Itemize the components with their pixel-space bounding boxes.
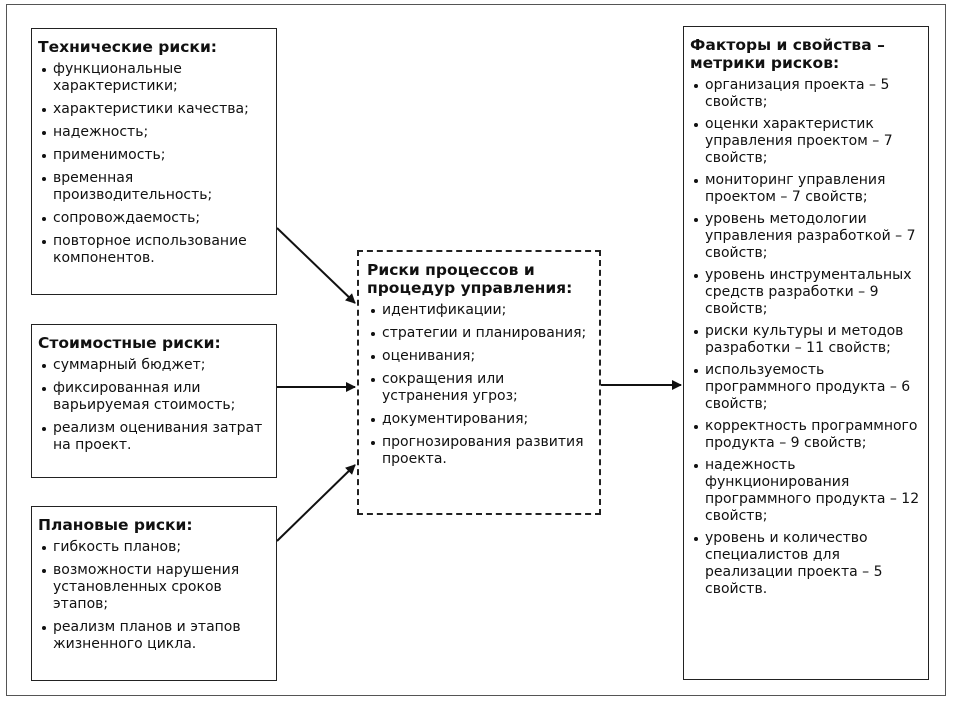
list-item: идентификации; xyxy=(367,302,591,319)
list-item: характеристики качества; xyxy=(38,101,268,118)
list-item: применимость; xyxy=(38,147,268,164)
list-item: суммарный бюджет; xyxy=(38,357,268,374)
diagram-frame xyxy=(6,4,946,696)
risk-metrics-box: Факторы и свойства – метрики рисков: орг… xyxy=(683,26,929,680)
arrow-technical-to-processes xyxy=(276,227,356,304)
process-risks-box: Риски процессов и процедур управления: и… xyxy=(357,250,601,515)
list-item: сопровождаемость; xyxy=(38,210,268,227)
process-risks-list: идентификации; стратегии и планирования;… xyxy=(367,302,591,468)
list-item: реализм планов и этапов жизненного цикла… xyxy=(38,619,268,653)
arrow-planning-to-processes xyxy=(276,464,356,542)
list-item: надежность функционирования программного… xyxy=(690,457,920,525)
technical-risks-box: Технические риски: функциональные характ… xyxy=(31,28,277,295)
cost-risks-list: суммарный бюджет; фиксированная или варь… xyxy=(38,357,268,454)
cost-risks-box: Стоимостные риски: суммарный бюджет; фик… xyxy=(31,324,277,478)
list-item: риски культуры и методов разработки – 11… xyxy=(690,323,920,357)
list-item: стратегии и планирования; xyxy=(367,325,591,342)
planning-risks-title: Плановые риски: xyxy=(38,516,193,534)
list-item: уровень инструментальных средств разрабо… xyxy=(690,267,920,318)
list-item: оценки характеристик управления проектом… xyxy=(690,116,920,167)
list-item: надежность; xyxy=(38,124,268,141)
list-item: сокращения или устранения угроз; xyxy=(367,371,591,405)
list-item: уровень и количество специалистов для ре… xyxy=(690,530,920,598)
cost-risks-title: Стоимостные риски: xyxy=(38,334,221,352)
technical-risks-list: функциональные характеристики; характери… xyxy=(38,61,268,267)
technical-risks-title: Технические риски: xyxy=(38,38,218,56)
risk-metrics-list: организация проекта – 5 свойств; оценки … xyxy=(690,77,920,598)
list-item: прогнозирования развития проекта. xyxy=(367,434,591,468)
planning-risks-list: гибкость планов; возможности нарушения у… xyxy=(38,539,268,653)
risk-metrics-title: Факторы и свойства – метрики рисков: xyxy=(690,36,885,72)
list-item: фиксированная или варьируемая стоимость; xyxy=(38,380,268,414)
planning-risks-box: Плановые риски: гибкость планов; возможн… xyxy=(31,506,277,681)
list-item: повторное использование компонентов. xyxy=(38,233,268,267)
list-item: функциональные характеристики; xyxy=(38,61,268,95)
list-item: уровень методологии управления разработк… xyxy=(690,211,920,262)
list-item: организация проекта – 5 свойств; xyxy=(690,77,920,111)
list-item: используемость программного продукта – 6… xyxy=(690,362,920,413)
list-item: реализм оценивания затрат на проект. xyxy=(38,420,268,454)
list-item: гибкость планов; xyxy=(38,539,268,556)
list-item: возможности нарушения установленных срок… xyxy=(38,562,268,613)
list-item: корректность программного продукта – 9 с… xyxy=(690,418,920,452)
list-item: документирования; xyxy=(367,411,591,428)
list-item: временная производительность; xyxy=(38,170,268,204)
list-item: оценивания; xyxy=(367,348,591,365)
process-risks-title: Риски процессов и процедур управления: xyxy=(367,261,573,297)
list-item: мониторинг управления проектом – 7 свойс… xyxy=(690,172,920,206)
